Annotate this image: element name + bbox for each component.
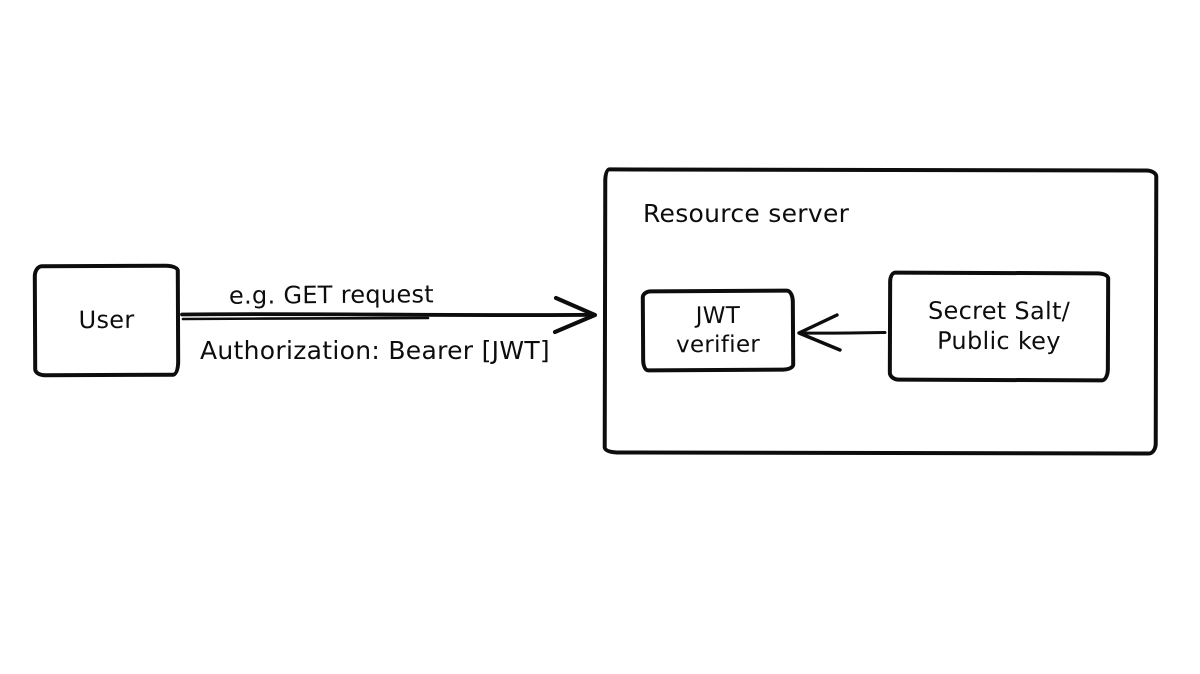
jwt-verifier-node: JWT verifier xyxy=(640,288,796,373)
request-arrow-label-bottom: Authorization: Bearer [JWT] xyxy=(200,336,550,365)
user-node-label: User xyxy=(78,305,135,334)
secret-key-node: Secret Salt/ Public key xyxy=(887,270,1111,383)
secret-key-label-line2: Public key xyxy=(937,326,1061,355)
user-node: User xyxy=(32,263,181,378)
secret-key-label-line1: Secret Salt/ xyxy=(927,296,1071,326)
resource-server-label: Resource server xyxy=(643,199,850,228)
jwt-verifier-label-line2: verifier xyxy=(675,331,761,358)
request-arrow-label-top: e.g. GET request xyxy=(228,280,435,310)
jwt-verifier-label-line1: JWT xyxy=(695,303,741,330)
